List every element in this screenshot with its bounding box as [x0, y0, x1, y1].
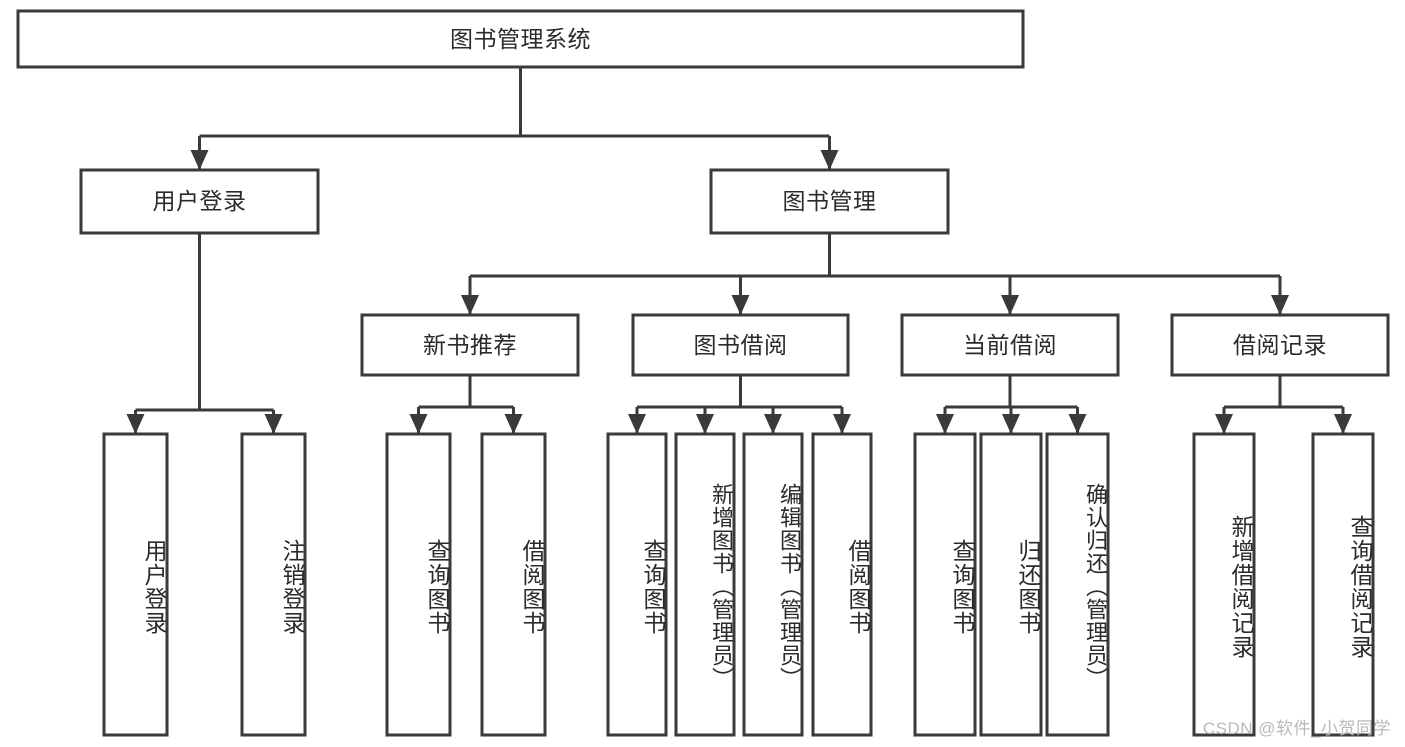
node-box-l4-b-borrow[interactable] [811, 432, 873, 737]
arrow-head-icon [264, 414, 283, 434]
arrow-head-icon [936, 414, 954, 434]
node-box-l4-c-return[interactable] [979, 432, 1043, 737]
node-box-root[interactable] [16, 9, 1025, 69]
arrow-head-icon [1002, 414, 1020, 434]
arrow-head-icon [1334, 414, 1352, 434]
arrow-head-icon [1215, 414, 1233, 434]
node-box-l3-borrow[interactable] [631, 313, 850, 377]
arrow-head-icon [1271, 295, 1289, 315]
node-box-l3-record[interactable] [1170, 313, 1390, 377]
arrow-head-icon [126, 414, 145, 434]
node-box-l4-new-query[interactable] [385, 432, 452, 737]
node-box-l4-new-borrow[interactable] [480, 432, 547, 737]
node-box-l4-c-confirm[interactable] [1045, 432, 1110, 737]
arrow-head-icon [731, 295, 750, 315]
arrow-head-icon [820, 150, 839, 170]
arrow-head-icon [833, 414, 851, 434]
node-box-l3-newbook[interactable] [360, 313, 580, 377]
edge-layer [126, 67, 1352, 434]
arrow-head-icon [1068, 414, 1087, 434]
arrow-head-icon [190, 150, 209, 170]
node-box-l4-user-logout[interactable] [240, 432, 307, 737]
node-box-l2-user[interactable] [79, 168, 320, 235]
node-box-l4-c-query[interactable] [913, 432, 977, 737]
node-box-l4-b-edit[interactable] [742, 432, 804, 737]
arrow-head-icon [461, 295, 479, 315]
node-box-l4-r-add[interactable] [1192, 432, 1256, 737]
node-box-l4-user-login[interactable] [102, 432, 169, 737]
node-box-l4-b-query[interactable] [606, 432, 668, 737]
node-layer [16, 9, 1390, 737]
node-box-l2-book[interactable] [709, 168, 950, 235]
node-box-l4-r-query[interactable] [1311, 432, 1375, 737]
arrow-head-icon [409, 414, 428, 434]
arrow-head-icon [628, 414, 646, 434]
arrow-head-icon [504, 414, 523, 434]
arrow-head-icon [696, 414, 714, 434]
node-box-l3-current[interactable] [900, 313, 1120, 377]
arrow-head-icon [764, 414, 782, 434]
node-box-l4-b-add[interactable] [674, 432, 736, 737]
arrow-head-icon [1001, 295, 1019, 315]
